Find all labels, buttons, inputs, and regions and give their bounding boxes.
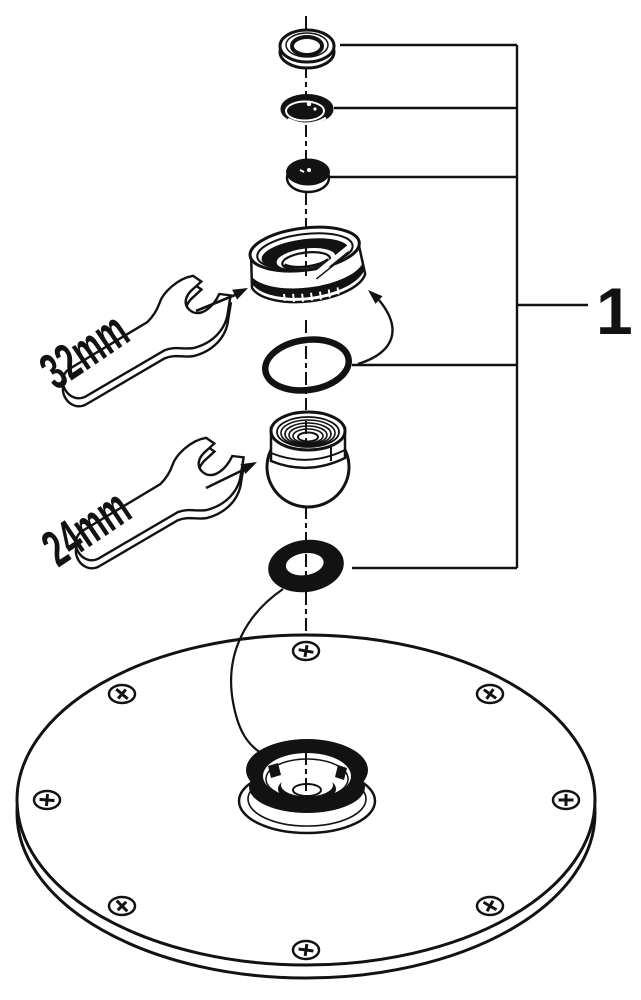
screw-icon <box>551 789 581 811</box>
arrowhead <box>240 462 257 474</box>
wrench-arrow <box>205 468 244 490</box>
wrench-32mm-icon <box>61 274 248 408</box>
screw-icon <box>291 939 321 961</box>
screw-icon <box>107 895 137 917</box>
callout-bracket <box>328 43 588 570</box>
screw-icon <box>475 683 505 705</box>
o-ring-upper <box>262 336 352 394</box>
wrench-arrow <box>195 293 236 313</box>
mounting-screws <box>32 640 581 961</box>
union-nut-32mm <box>248 225 367 304</box>
curved-arrow-to-nut <box>357 290 394 366</box>
callout-number: 1 <box>596 274 633 348</box>
screw-icon <box>291 640 321 662</box>
screw-icon <box>107 683 137 705</box>
arrowhead <box>232 288 248 300</box>
wrench-label-24mm: 24mm <box>32 478 141 578</box>
seal-washer <box>280 94 334 125</box>
curved-leader-to-fitting <box>230 588 284 754</box>
cover-ring <box>278 28 336 70</box>
wrench-label-32mm: 32mm <box>30 301 139 401</box>
cap-nut <box>285 158 331 194</box>
wrench-24mm-icon <box>74 436 257 570</box>
screw-icon <box>475 895 505 917</box>
ball-joint-24mm <box>265 410 351 509</box>
screw-icon <box>32 789 62 811</box>
